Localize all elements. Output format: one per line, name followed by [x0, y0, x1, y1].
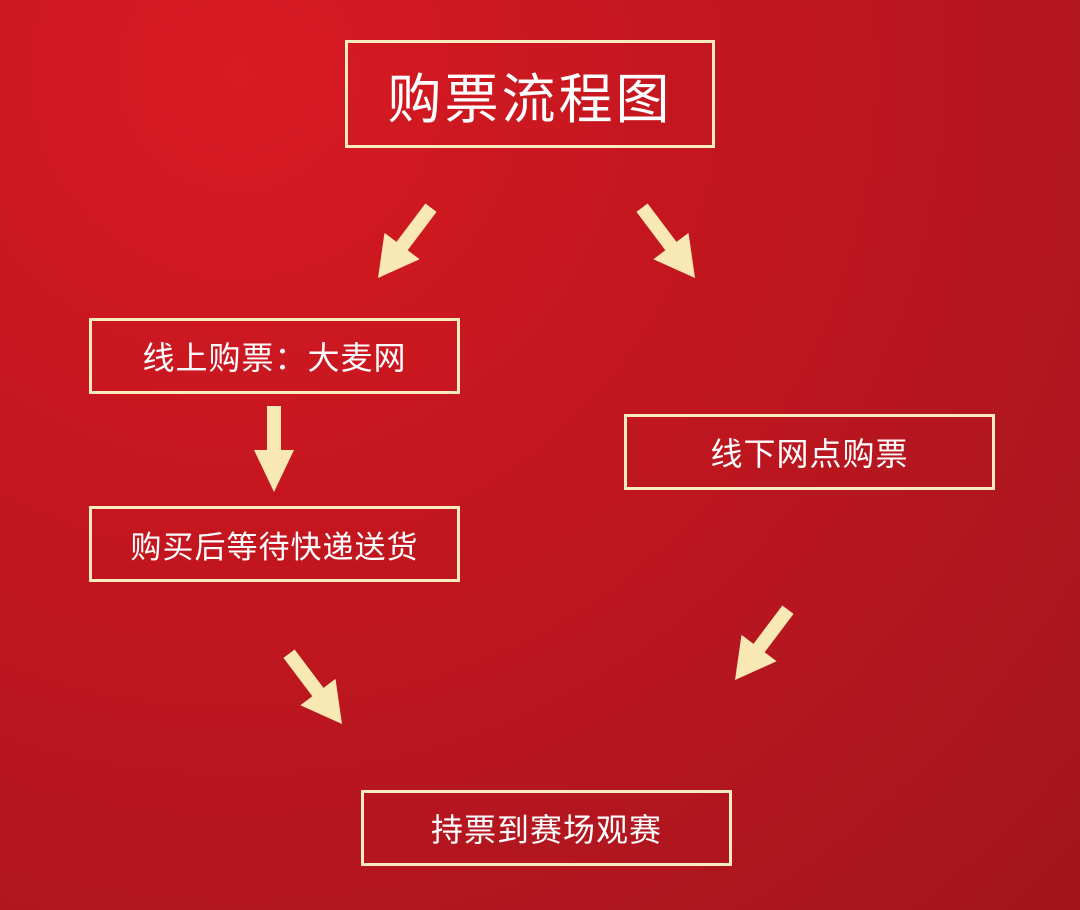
arrow-title-to-online [378, 203, 437, 278]
flowchart-title: 购票流程图 [345, 40, 715, 148]
arrow-wait-to-venue [283, 649, 342, 724]
online-purchase-node: 线上购票：大麦网 [89, 318, 460, 394]
arrow-title-to-offline [636, 203, 695, 278]
arrow-offline-to-venue [735, 605, 794, 680]
arrow-online-to-wait [254, 406, 294, 492]
wait-delivery-node: 购买后等待快递送货 [89, 506, 460, 582]
offline-purchase-node: 线下网点购票 [624, 414, 995, 490]
attend-venue-node: 持票到赛场观赛 [361, 790, 732, 866]
